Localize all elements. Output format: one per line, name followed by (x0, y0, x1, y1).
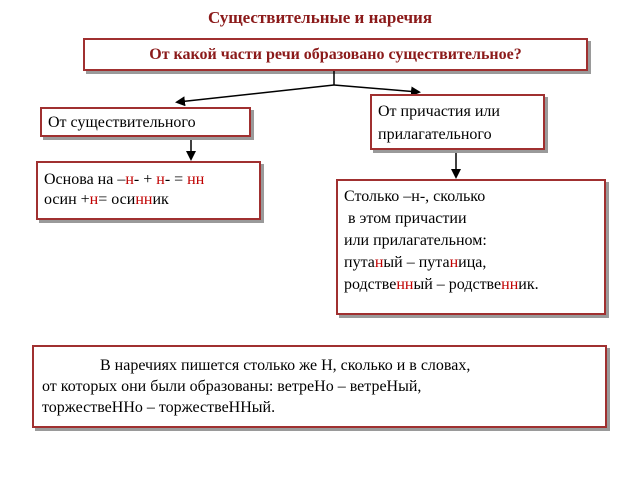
participle-rule-line-3: или прилагательном: (344, 232, 487, 249)
participle-rule-line-2: в этом причастии (344, 210, 467, 227)
participle-rule-example-1: путаный – путаница, (344, 254, 487, 271)
from-participle-label-1: От причастия или (378, 103, 500, 120)
arrow-right (333, 84, 421, 97)
participle-rule-line-1: Столько –н-, сколько (344, 188, 486, 205)
participle-rule-example-2: родственный – родственник. (344, 276, 539, 293)
from-participle-box: От причастия или прилагательного (370, 94, 545, 150)
adverb-rule-line-2: от которых они были образованы: ветреНо … (42, 378, 422, 395)
adverb-rule-line-1: В наречиях пишется столько же Н, сколько… (100, 357, 471, 374)
from-noun-box: От существительного (40, 107, 251, 137)
noun-rule-box: Основа на –н- + н- = нн осин +н= осинник (36, 161, 261, 220)
adverb-rule-line-3: торжествеННо – торжествеННый. (42, 399, 276, 416)
diagram-title: Существительные и наречия (207, 8, 433, 27)
participle-rule-box: Столько –н-, сколько в этом причастии ил… (336, 179, 606, 315)
arrow-left (175, 84, 335, 107)
question-text: От какой части речи образовано существит… (149, 45, 522, 63)
noun-rule-line-2: осин +н= осинник (44, 191, 169, 208)
adverb-rule-box: В наречиях пишется столько же Н, сколько… (32, 345, 607, 428)
question-box: От какой части речи образовано существит… (83, 38, 588, 71)
from-noun-label: От существительного (48, 114, 196, 131)
noun-rule-line-1: Основа на –н- + н- = нн (44, 171, 205, 188)
from-participle-label-2: прилагательного (378, 126, 492, 143)
